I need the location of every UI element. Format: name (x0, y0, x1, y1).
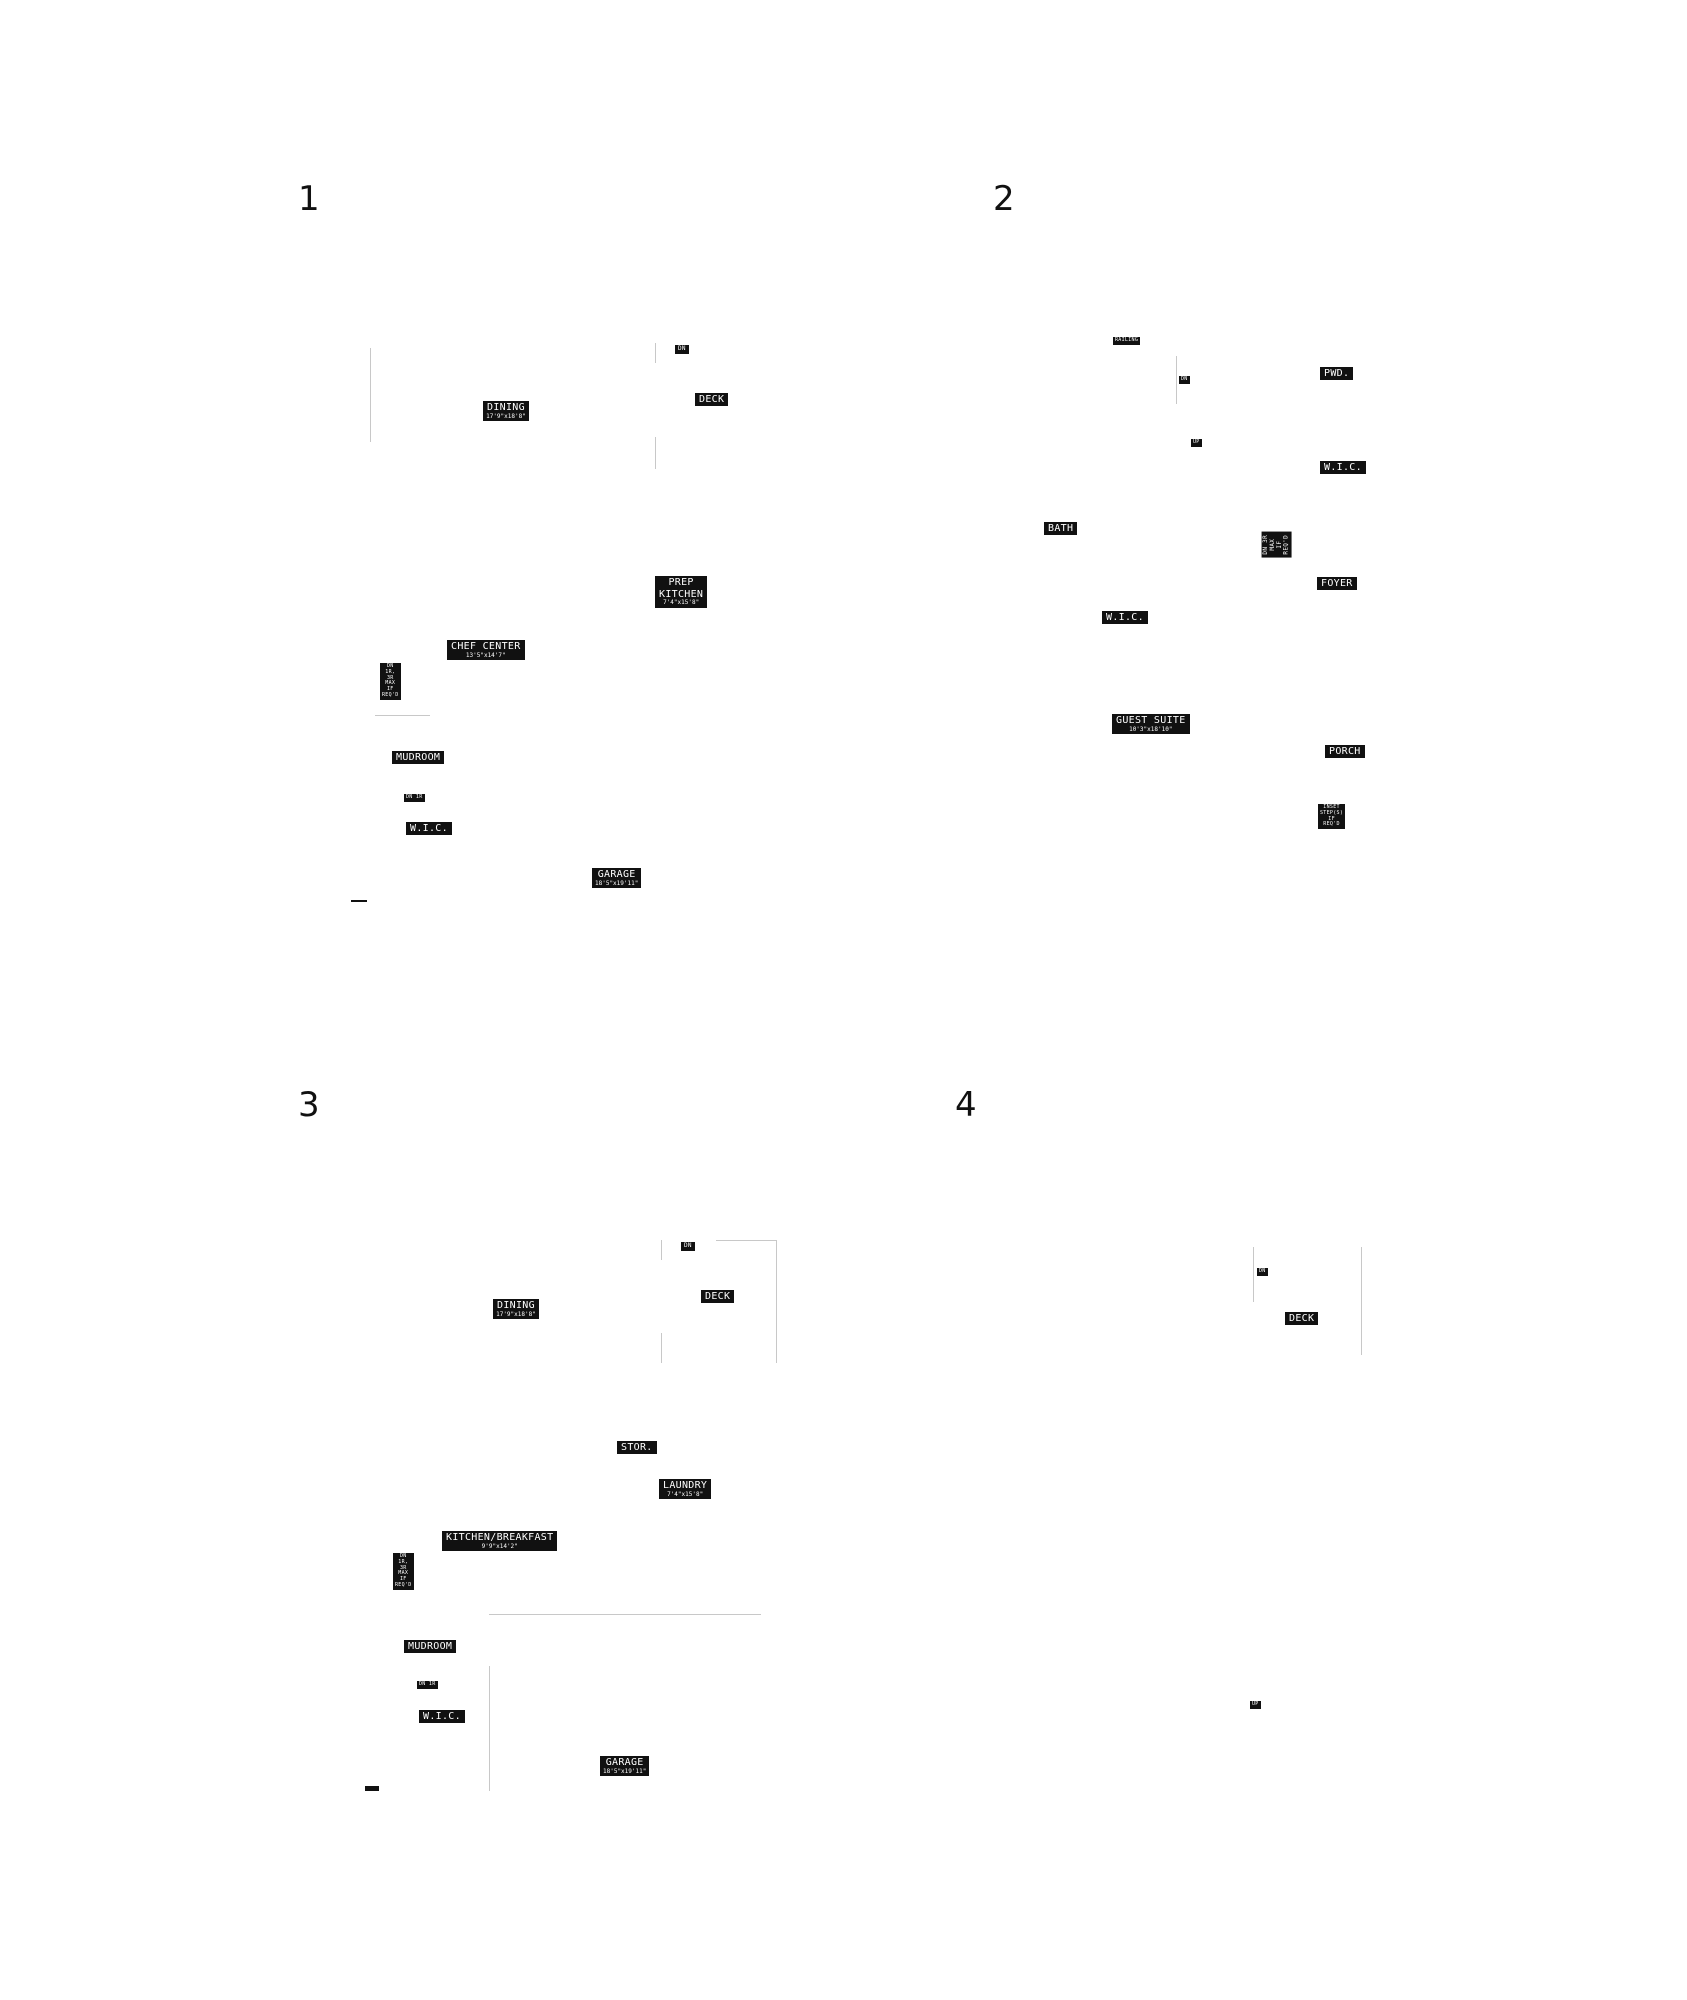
stair-note: DN (1257, 1268, 1268, 1276)
stair-note: DN 1R (404, 794, 425, 802)
wall-line (370, 348, 371, 442)
plan-number: 3 (298, 1085, 320, 1125)
room-label-wic: W.I.C. (406, 822, 452, 835)
room-label-deck: DECK (701, 1290, 735, 1303)
room-label-wic: W.I.C. (1102, 611, 1148, 624)
room-label-deck: DECK (1285, 1312, 1319, 1325)
room-label-mudroom: MUDROOM (404, 1640, 457, 1653)
stair-note: UP (1191, 439, 1202, 447)
room-label-bath: BATH (1044, 522, 1078, 535)
room-label-stor: STOR. (617, 1441, 657, 1454)
wall-line (1253, 1247, 1254, 1302)
railing-label: RAILING (1113, 337, 1141, 345)
stair-mark (351, 900, 367, 902)
plan-number: 2 (993, 179, 1015, 219)
room-label-pwd: PWD. (1320, 367, 1354, 380)
plan-number: 1 (298, 179, 320, 219)
wall-line (1361, 1247, 1362, 1355)
stair-note: DN 1R (417, 1681, 438, 1689)
wall-line (776, 1240, 777, 1363)
room-label-wic: W.I.C. (419, 1710, 465, 1723)
stair-mark (365, 1786, 379, 1791)
room-label-dn: DN (681, 1242, 695, 1251)
stair-note: DN 3R MAX IF REQ'D (1262, 532, 1292, 558)
stair-note: DN 1R, 3R MAX IF REQ'D (393, 1553, 414, 1590)
room-label-foyer: FOYER (1317, 577, 1357, 590)
wall-line (661, 1240, 662, 1260)
plan-number: 4 (955, 1085, 977, 1125)
wall-line (489, 1666, 490, 1791)
wall-line (661, 1333, 662, 1363)
wall-line (655, 343, 656, 363)
room-label-porch: PORCH (1325, 745, 1365, 758)
stair-note: DN (1179, 376, 1190, 384)
wall-line (1176, 356, 1177, 404)
room-label-dn: DN (675, 345, 689, 354)
wall-line (489, 1614, 761, 1615)
stair-note: UP (1250, 1701, 1261, 1709)
stair-note: DN 1R, 3R MAX IF REQ'D (380, 663, 401, 700)
stair-note: INSET STEP(S) IF REQ'D (1318, 804, 1346, 829)
room-label-deck: DECK (695, 393, 729, 406)
wall-line (375, 715, 430, 716)
room-label-wic: W.I.C. (1320, 461, 1366, 474)
room-label-mudroom: MUDROOM (392, 751, 445, 764)
wall-line (716, 1240, 776, 1241)
wall-line (655, 437, 656, 469)
